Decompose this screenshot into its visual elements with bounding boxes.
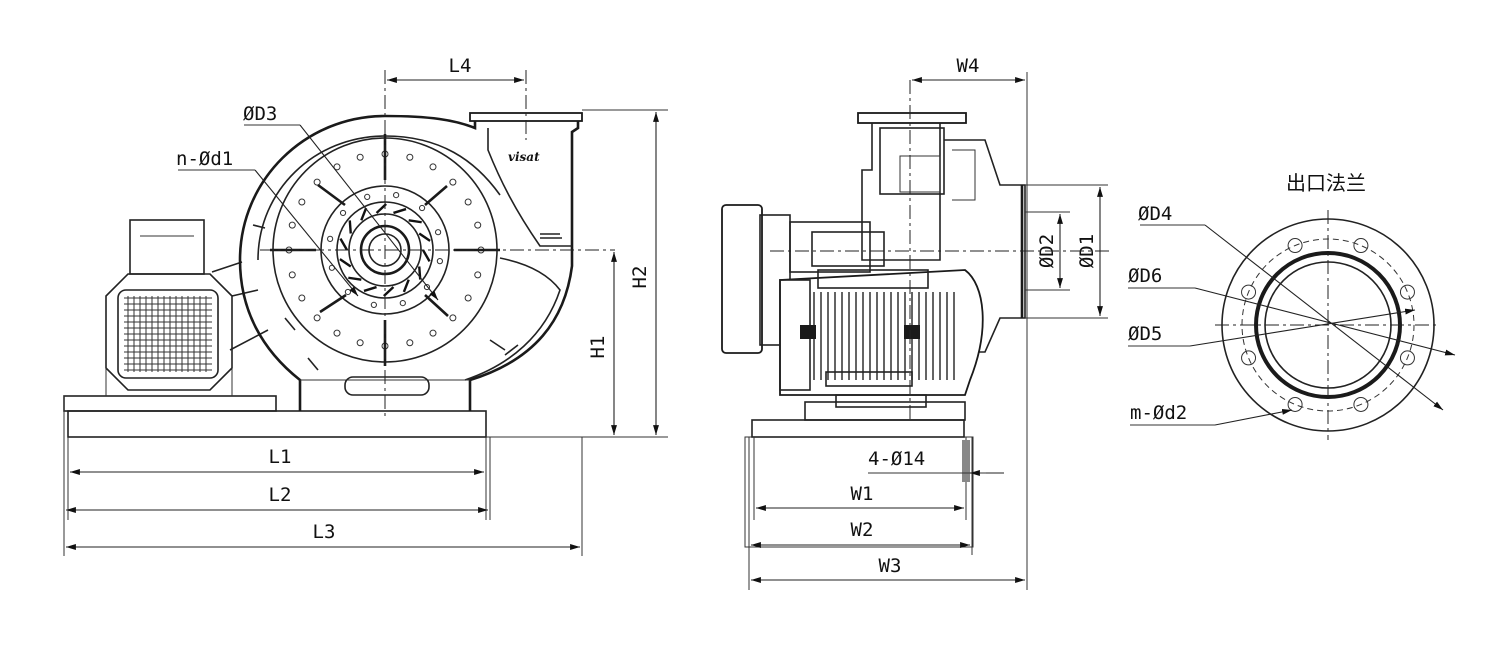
motor-side [721, 204, 984, 421]
motor-base-plate [63, 395, 277, 412]
dim-4-d14: 4-Ø14 [868, 448, 925, 470]
outlet-flange-title: 出口法兰 [1286, 171, 1366, 195]
scroll-casing: visat [238, 112, 583, 411]
dim-m-d2: m-Ød2 [1130, 402, 1187, 424]
dim-l3: L3 [313, 521, 336, 543]
casing-slot [344, 376, 430, 396]
dim-w1: W1 [851, 483, 874, 505]
dim-w4: W4 [957, 55, 980, 77]
outlet-flange-view: 出口法兰 ØD4 ØD6 ØD5 m-Ød2 [1128, 171, 1456, 440]
dim-h1: H1 [587, 336, 609, 359]
brand-logo: visat [508, 150, 540, 164]
dim-l1: L1 [269, 446, 292, 468]
dim-d3: ØD3 [243, 103, 277, 125]
front-view: visat H1 H2 [63, 55, 668, 556]
motor-front [105, 219, 233, 396]
dim-w2: W2 [851, 519, 874, 541]
anchor-bolt [962, 440, 970, 482]
dim-l4: L4 [449, 55, 472, 77]
dim-n-d1: n-Ød1 [176, 148, 233, 170]
dim-h2: H2 [629, 266, 651, 289]
dim-l2: L2 [269, 484, 292, 506]
dim-w3: W3 [879, 555, 902, 577]
dim-d6: ØD6 [1128, 265, 1162, 287]
side-view: ØD2 ØD1 W4 4-Ø14 W1 W2 W3 [721, 55, 1110, 590]
dim-d5: ØD5 [1128, 323, 1162, 345]
base-frame-front [67, 410, 487, 438]
dim-d1: ØD1 [1076, 234, 1098, 268]
dim-d4: ØD4 [1138, 203, 1172, 225]
